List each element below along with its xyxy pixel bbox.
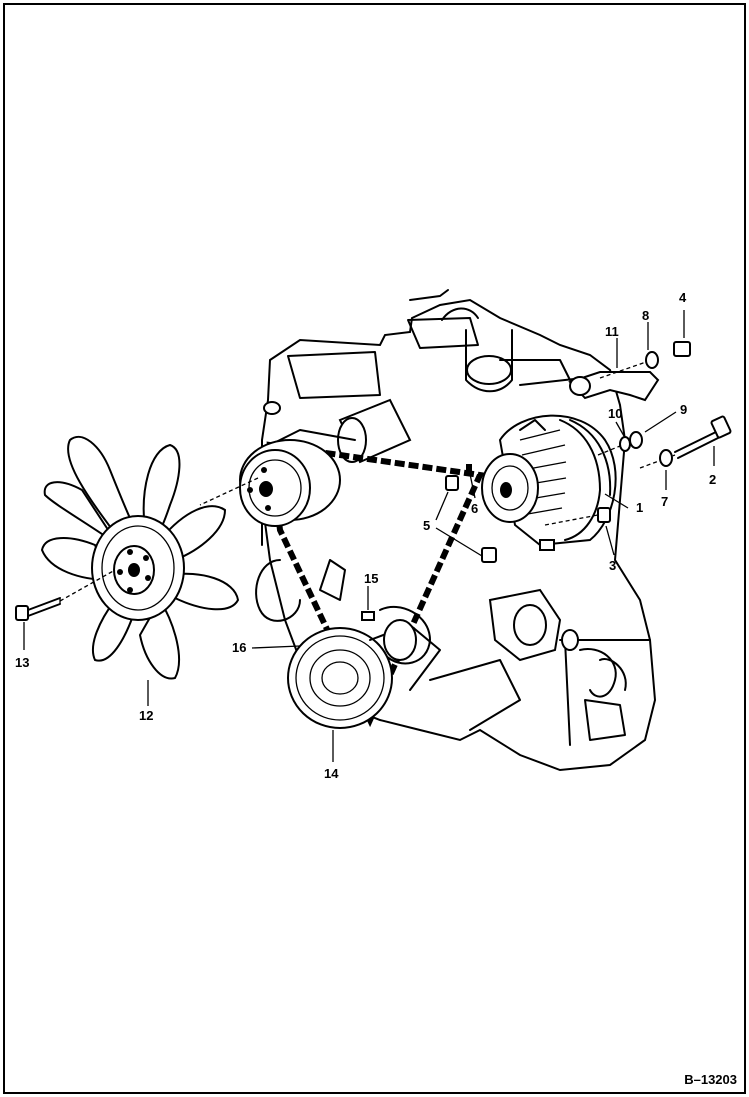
callout-4: 4 [679, 290, 687, 305]
figure-number: B–13203 [684, 1072, 737, 1087]
alternator [481, 414, 617, 551]
callout-8: 8 [642, 308, 649, 323]
hardware-nuts-washers [199, 341, 732, 563]
callout-2: 2 [709, 472, 716, 487]
callout-7: 7 [661, 494, 668, 509]
callout-5: 5 [423, 518, 430, 533]
callout-6: 6 [471, 501, 478, 516]
leader-lines [23, 310, 715, 762]
callout-15: 15 [364, 571, 378, 586]
callout-14: 14 [324, 766, 339, 781]
crankshaft-pulley [287, 611, 441, 729]
callout-11: 11 [605, 324, 619, 339]
cooling-fan [40, 435, 240, 680]
callout-9: 9 [680, 402, 687, 417]
callout-12: 12 [139, 708, 153, 723]
callout-labels: 1 2 3 4 5 6 7 8 9 10 11 12 13 14 15 16 [15, 290, 716, 781]
adjusting-link [568, 371, 660, 402]
callout-3: 3 [609, 558, 616, 573]
callout-1: 1 [636, 500, 643, 515]
callout-10: 10 [608, 406, 622, 421]
callout-13: 13 [15, 655, 29, 670]
water-pump-pulley [239, 439, 341, 527]
callout-16: 16 [232, 640, 246, 655]
fan-bolt [15, 569, 116, 621]
